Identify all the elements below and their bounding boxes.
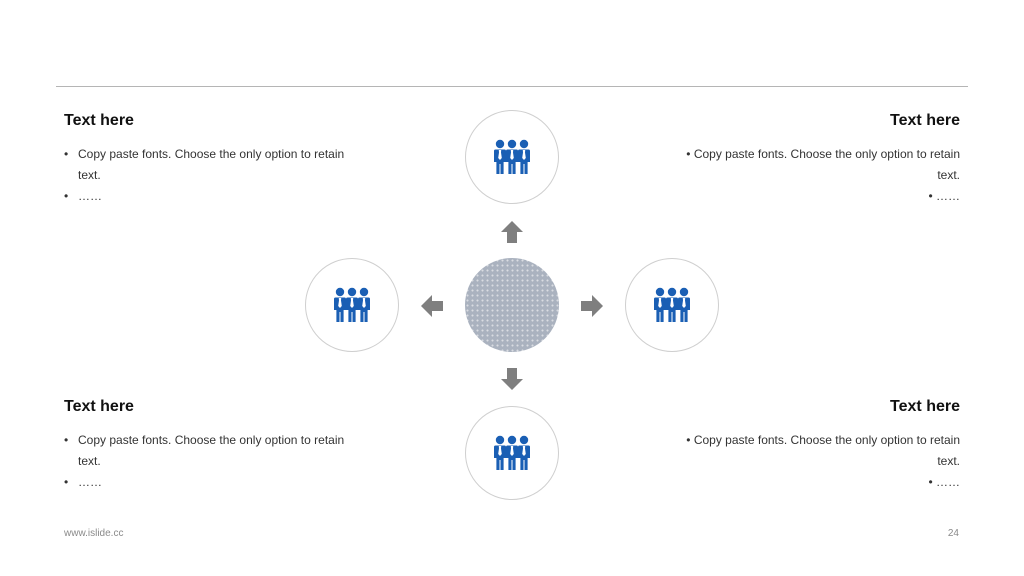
person-body	[358, 297, 370, 322]
person-tie	[670, 298, 674, 308]
text-block-bottom-left: Text here Copy paste fonts. Choose the o…	[64, 398, 354, 493]
person-head	[655, 287, 665, 297]
person-tie	[510, 150, 514, 160]
person-body	[654, 297, 666, 322]
block-title: Text here	[64, 398, 134, 415]
person-head	[335, 287, 345, 297]
person-tie	[498, 446, 502, 456]
bullet-text: Copy paste fonts. Choose the only option…	[693, 433, 960, 468]
bullet-item: Copy paste fonts. Choose the only option…	[64, 144, 354, 186]
person-tie	[510, 446, 514, 456]
person-tie	[682, 298, 686, 308]
person-tie	[658, 298, 662, 308]
bullet-text: ……	[936, 189, 960, 203]
arrow-left-icon	[421, 295, 443, 317]
person-head	[495, 435, 505, 445]
person-body	[666, 297, 678, 322]
person-tie	[338, 298, 342, 308]
person-tie	[522, 446, 526, 456]
person-body	[494, 445, 506, 470]
arrow-up-icon	[501, 221, 523, 243]
text-block-top-left: Text here Copy paste fonts. Choose the o…	[64, 112, 354, 207]
node-circle-top	[465, 110, 559, 204]
person-head	[667, 287, 677, 297]
bullet-list: Copy paste fonts. Choose the only option…	[670, 144, 960, 207]
text-block-bottom-right: Text here Copy paste fonts. Choose the o…	[670, 398, 960, 493]
person-body	[518, 149, 530, 174]
center-circle	[465, 258, 559, 352]
person-head	[507, 139, 517, 149]
person-body	[678, 297, 690, 322]
person-body	[506, 445, 518, 470]
team-icon	[654, 287, 690, 322]
header-divider	[56, 86, 968, 87]
person-body	[518, 445, 530, 470]
bullet-text: Copy paste fonts. Choose the only option…	[693, 147, 960, 182]
arrow-shape	[421, 295, 443, 317]
person-body	[494, 149, 506, 174]
block-title: Text here	[890, 398, 960, 415]
team-icon	[494, 139, 530, 174]
bullet-item: ……	[64, 472, 354, 493]
person-tie	[350, 298, 354, 308]
bullet-item: Copy paste fonts. Choose the only option…	[670, 144, 960, 186]
arrow-shape	[501, 368, 523, 390]
bullet-text: ……	[936, 475, 960, 489]
footer-url: www.islide.cc	[64, 528, 124, 539]
node-circle-right	[625, 258, 719, 352]
person-head	[679, 287, 689, 297]
person-head	[495, 139, 505, 149]
person-head	[519, 435, 529, 445]
bullet-item: ……	[670, 186, 960, 207]
text-block-top-right: Text here Copy paste fonts. Choose the o…	[670, 112, 960, 207]
block-title: Text here	[64, 112, 134, 129]
bullet-list: Copy paste fonts. Choose the only option…	[670, 430, 960, 493]
arrow-shape	[501, 221, 523, 243]
page-number: 24	[947, 528, 959, 539]
block-title: Text here	[890, 112, 960, 129]
person-head	[347, 287, 357, 297]
arrow-shape	[581, 295, 603, 317]
team-icon	[494, 435, 530, 470]
person-tie	[362, 298, 366, 308]
bullet-list: Copy paste fonts. Choose the only option…	[64, 430, 354, 493]
bullet-item: ……	[64, 186, 354, 207]
person-tie	[522, 150, 526, 160]
bullet-list: Copy paste fonts. Choose the only option…	[64, 144, 354, 207]
person-head	[359, 287, 369, 297]
bullet-item: Copy paste fonts. Choose the only option…	[64, 430, 354, 472]
bullet-item: ……	[670, 472, 960, 493]
person-head	[519, 139, 529, 149]
person-head	[507, 435, 517, 445]
person-tie	[498, 150, 502, 160]
person-body	[334, 297, 346, 322]
node-circle-left	[305, 258, 399, 352]
team-icon	[334, 287, 370, 322]
person-body	[346, 297, 358, 322]
node-circle-bottom	[465, 406, 559, 500]
arrow-down-icon	[501, 368, 523, 390]
arrow-right-icon	[581, 295, 603, 317]
person-body	[506, 149, 518, 174]
bullet-item: Copy paste fonts. Choose the only option…	[670, 430, 960, 472]
